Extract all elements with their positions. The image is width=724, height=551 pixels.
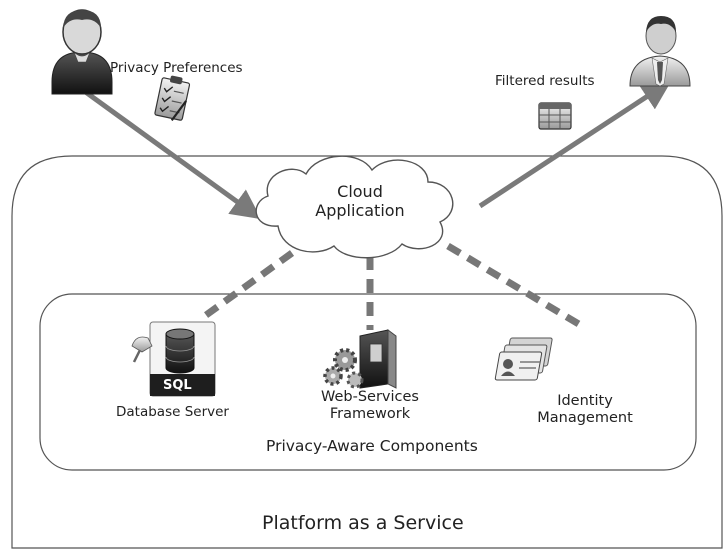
web-services-line2: Framework (329, 406, 411, 423)
cloud-application-label: Cloud Application (300, 182, 420, 220)
privacy-aware-components-label: Privacy-Aware Components (266, 437, 478, 455)
link-to-identity (446, 242, 584, 330)
filtered-results-label: Filtered results (495, 73, 595, 89)
server-gears-icon (323, 329, 397, 389)
cloud-shape (255, 155, 454, 259)
link-to-database (199, 250, 295, 321)
web-services-framework-label: Web-Services Framework (305, 389, 435, 424)
cloud-label-line1: Cloud (337, 182, 383, 201)
businessman-icon (629, 16, 691, 87)
database-server-label: Database Server (116, 404, 229, 420)
user-icon (51, 9, 113, 95)
platform-as-a-service-label: Platform as a Service (262, 512, 464, 534)
cloud-label-line2: Application (315, 201, 405, 221)
identity-management-label: Identity Management (520, 393, 650, 428)
components-boundary (39, 293, 697, 471)
spreadsheet-icon (538, 102, 572, 130)
platform-boundary (11, 155, 723, 549)
privacy-preferences-label: Privacy Preferences (110, 60, 243, 76)
id-cards-icon (494, 337, 553, 381)
identity-line2: Management (537, 410, 633, 427)
results-arrow (478, 80, 672, 209)
identity-line1: Identity (557, 393, 613, 409)
sql-badge-label: SQL (163, 378, 192, 393)
web-services-line1: Web-Services (321, 389, 419, 405)
clipboard-checklist-icon (154, 75, 191, 122)
preferences-arrow (78, 85, 262, 220)
sql-database-icon (131, 321, 216, 397)
component-links (199, 242, 584, 330)
